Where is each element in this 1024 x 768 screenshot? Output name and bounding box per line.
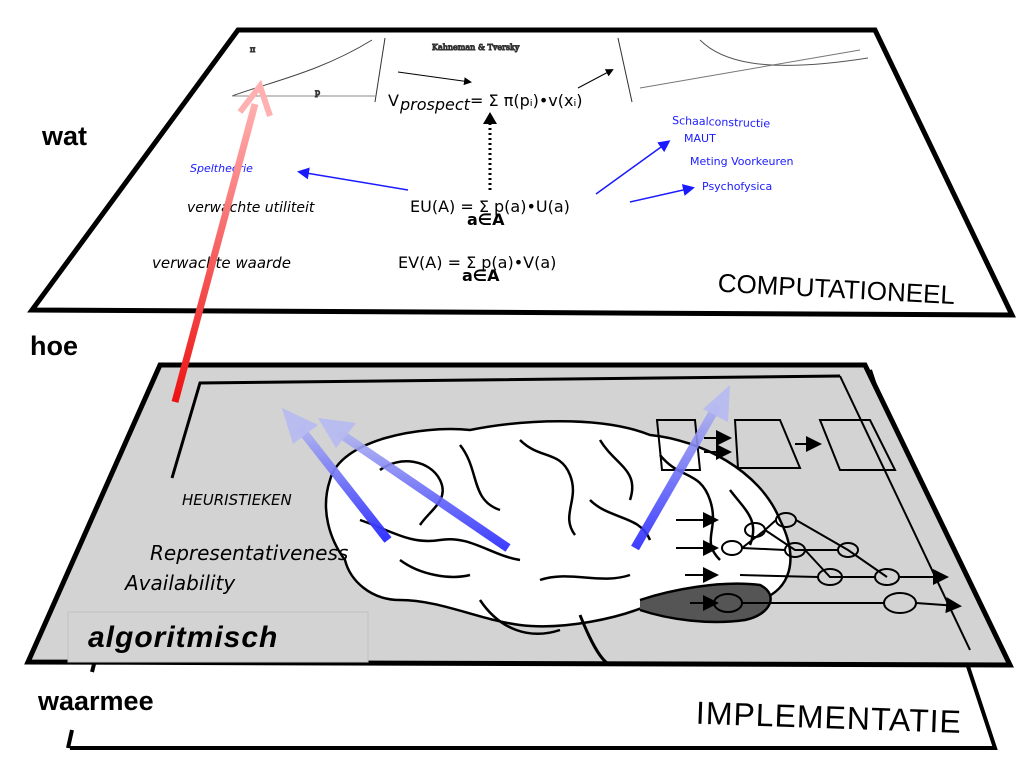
- heuristic-availability: Availability: [123, 571, 236, 595]
- utility-sum-subscript: a∈A: [467, 210, 505, 229]
- svg-text:p: p: [315, 88, 320, 97]
- heuristic-representativeness: Representativeness: [150, 541, 348, 565]
- red-arrow: [171, 79, 273, 403]
- value-label: verwachte waarde: [152, 254, 291, 272]
- utility-formula: EU(A) = Σ p(a)•U(a): [410, 197, 570, 216]
- top-reference: Kahneman & Tversky: [432, 43, 520, 52]
- value-sum-subscript: a∈A: [462, 266, 500, 285]
- item-maut: MAUT: [684, 132, 716, 145]
- implementation-label: IMPLEMENTATIE: [695, 695, 962, 740]
- item-meting-voorkeuren: Meting Voorkeuren: [690, 155, 793, 168]
- side-label-hoe: hoe: [30, 331, 78, 361]
- svg-text:π: π: [250, 45, 255, 54]
- flow-diagram: [655, 419, 897, 471]
- utility-label: verwachte utiliteit: [187, 200, 315, 216]
- algorithmic-label: algoritmisch: [88, 621, 278, 654]
- speltheorie-label: Speltheorie: [190, 162, 253, 175]
- side-label-waarmee: waarmee: [37, 686, 154, 716]
- heuristics-title: HEURISTIEKEN: [182, 491, 292, 509]
- blue-arrows: [282, 385, 730, 552]
- side-label-wat: wat: [41, 121, 87, 151]
- algorithmic-label-box: [67, 611, 369, 663]
- prospect-formula-rhs: = Σ π(pᵢ)•v(xᵢ): [470, 91, 583, 110]
- computational-plane: π p Kahneman & Tversky V prospect = Σ π(…: [27, 27, 1016, 318]
- neural-network: [676, 512, 962, 614]
- item-psychofysica: Psychofysica: [702, 180, 772, 193]
- value-formula: EV(A) = Σ p(a)•V(a): [398, 253, 556, 272]
- prospect-formula-lhs: V: [388, 91, 399, 110]
- algorithmic-plane: HEURISTIEKEN Representativeness Availabi…: [24, 362, 1014, 668]
- item-schaalconstructie: Schaalconstructie: [672, 114, 771, 130]
- prospect-formula-sub: prospect: [399, 95, 471, 114]
